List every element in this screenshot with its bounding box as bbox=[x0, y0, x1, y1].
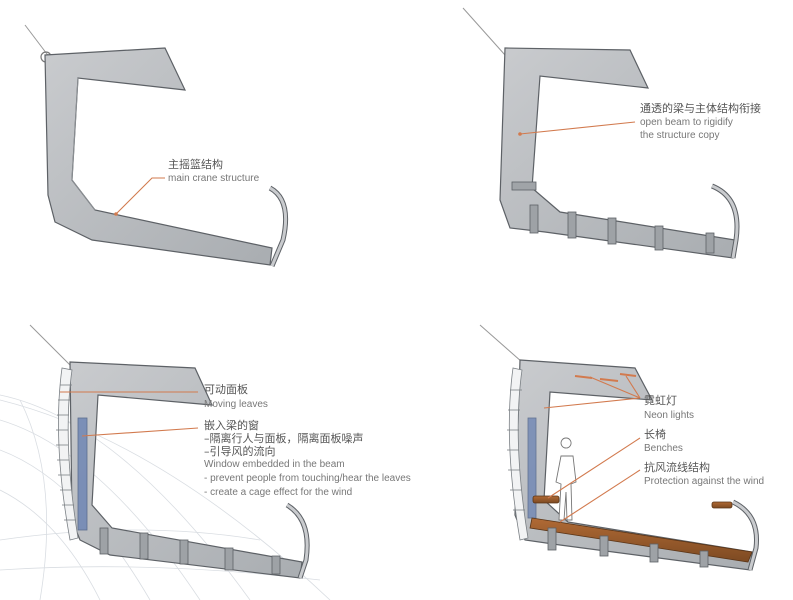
label-en-open-beam-2: the structure copy bbox=[640, 130, 719, 141]
label-en-window-2: - prevent people from touching/hear the … bbox=[204, 473, 411, 484]
label-cn-neon: 霓虹灯 bbox=[644, 394, 677, 407]
crane-structure-shape bbox=[69, 361, 303, 579]
cable-line bbox=[24, 24, 51, 59]
panel-3-moving-leaves: 可动面板 Moving leaves 嵌入梁的窗 –隔离行人与面板，隔离面板噪声… bbox=[0, 324, 411, 600]
label-cn-moving-leaves: 可动面板 bbox=[204, 382, 248, 396]
label-cn-open-beam: 通透的梁与主体结构衔接 bbox=[640, 101, 761, 115]
crane-structure-shape bbox=[44, 47, 273, 266]
beam-ribs bbox=[529, 204, 715, 254]
bench-small bbox=[532, 495, 560, 504]
label-en-moving-leaves: Moving leaves bbox=[204, 399, 268, 410]
cable-line bbox=[29, 324, 71, 366]
neon-lights bbox=[574, 373, 637, 382]
label-en-main-crane: main crane structure bbox=[168, 173, 260, 184]
label-cn-window-1: 嵌入梁的窗 bbox=[204, 418, 259, 432]
moving-leaves-panel bbox=[507, 367, 529, 541]
label-en-open-beam-1: open beam to rigidify bbox=[640, 117, 733, 128]
panel-1-crane-structure: 主摇篮结构 main crane structure bbox=[24, 24, 289, 267]
label-en-window-1: Window embedded in the beam bbox=[204, 459, 345, 470]
cable-line bbox=[462, 7, 506, 56]
label-cn-window-3: –引导风的流向 bbox=[204, 444, 276, 458]
embedded-window bbox=[77, 417, 88, 531]
panel-2-open-beam: 通透的梁与主体结构衔接 open beam to rigidify the st… bbox=[462, 7, 761, 259]
label-en-neon: Neon lights bbox=[644, 410, 694, 421]
inner-edge bbox=[71, 77, 96, 211]
beam-ribs bbox=[99, 527, 281, 575]
label-cn-main-crane: 主摇篮结构 bbox=[168, 157, 223, 171]
leader-line bbox=[81, 427, 199, 437]
leader-line bbox=[115, 177, 165, 215]
moving-leaves-panel bbox=[56, 367, 79, 541]
person-silhouette bbox=[555, 437, 577, 521]
leader-line bbox=[519, 121, 636, 135]
label-en-benches: Benches bbox=[644, 443, 683, 454]
label-cn-wind: 抗风流线结构 bbox=[644, 460, 710, 474]
label-en-wind: Protection against the wind bbox=[644, 476, 764, 487]
beam-stub bbox=[511, 181, 537, 191]
leader-lines bbox=[543, 375, 641, 523]
bench-long bbox=[529, 517, 753, 563]
bench-end bbox=[711, 501, 733, 509]
leader-dot bbox=[114, 212, 118, 216]
cable-line bbox=[479, 324, 523, 363]
label-cn-benches: 长椅 bbox=[644, 427, 666, 441]
beam-ribs bbox=[547, 527, 709, 568]
panel-4-neon-benches: 霓虹灯 Neon lights 长椅 Benches 抗风流线结构 Protec… bbox=[479, 324, 764, 571]
label-en-window-3: - create a cage effect for the wind bbox=[204, 487, 352, 498]
label-cn-window-2: –隔离行人与面板，隔离面板噪声 bbox=[204, 431, 364, 445]
